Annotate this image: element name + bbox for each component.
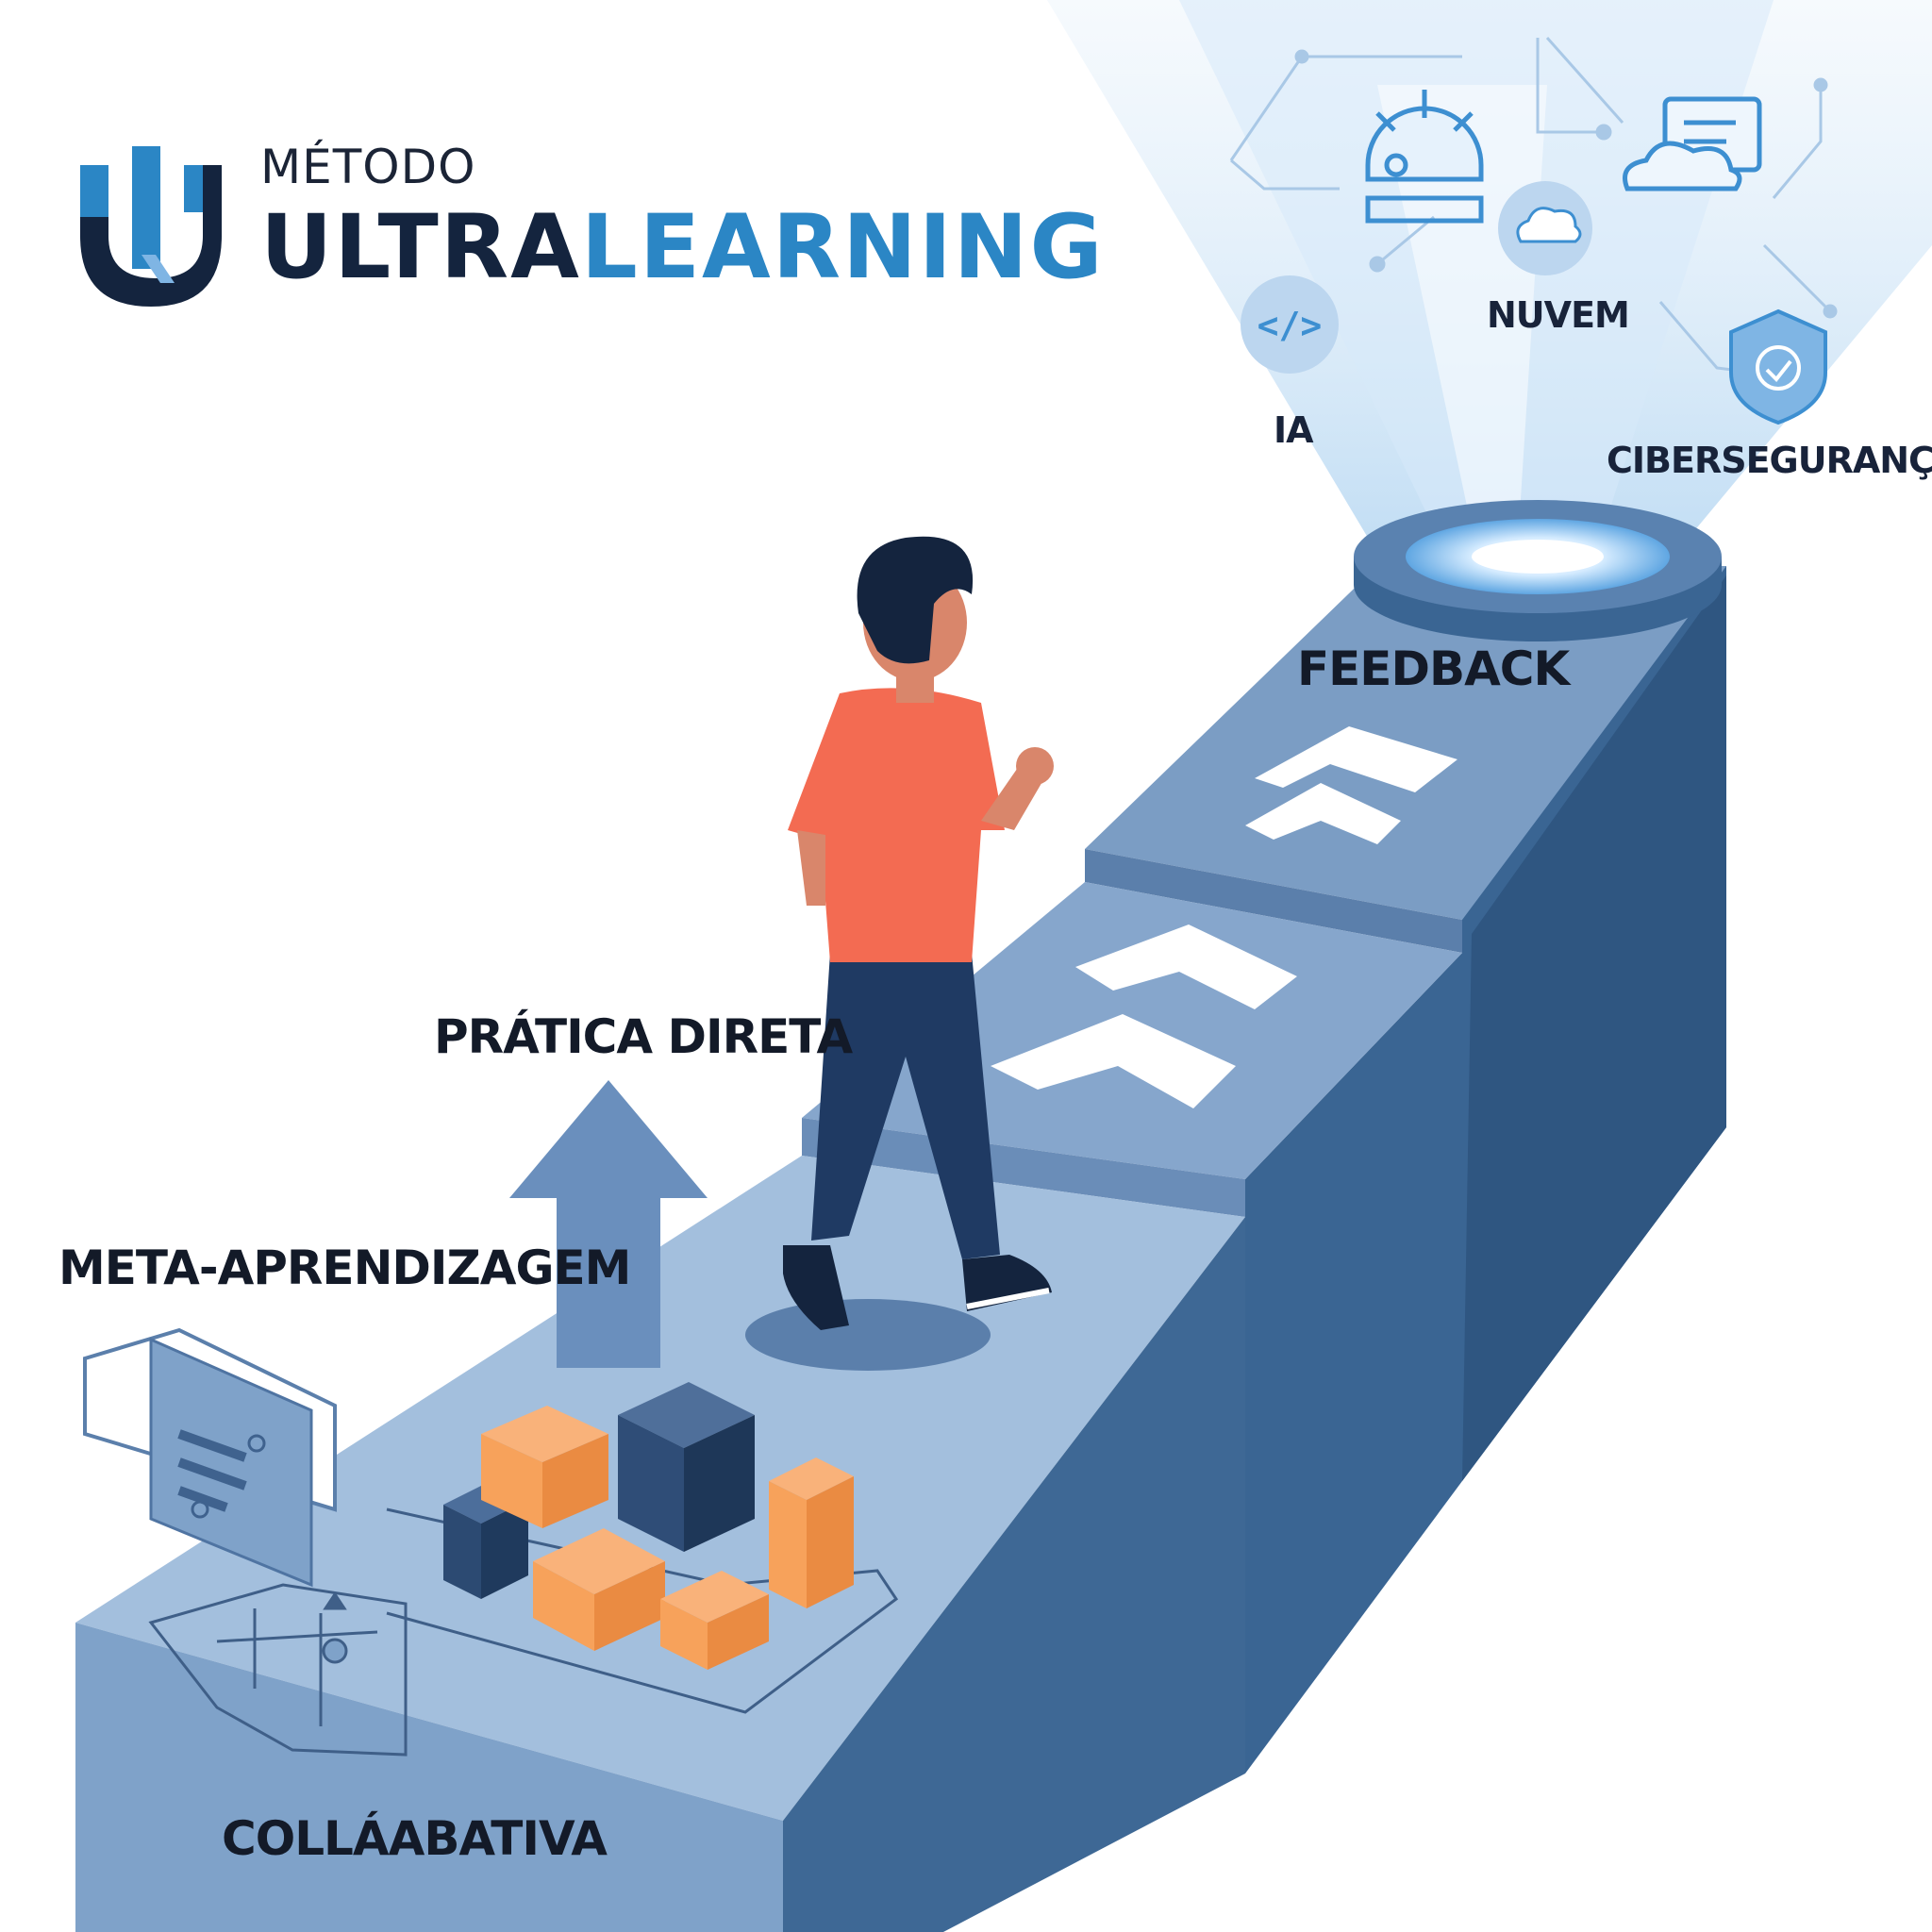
tech-ai-label: IA: [1274, 409, 1314, 451]
stage-direct-practice: PRÁTICA DIRETA: [434, 1009, 853, 1064]
tech-cybersecurity-label: CIBERSEGURANÇA: [1607, 440, 1932, 481]
logo-title-part2: LEARNING: [580, 196, 1105, 299]
person-walking: [745, 536, 1054, 1371]
chevron-up-icon: [991, 924, 1297, 1108]
step-feedback: [1085, 566, 1726, 1481]
ai-brain-icon: [1365, 90, 1484, 224]
cloud-icon: [1623, 141, 1742, 192]
chevron-up-icon: [1245, 726, 1457, 844]
collaboration-diagram: [148, 1507, 899, 1757]
blocks: [443, 1382, 854, 1670]
stage-collaborative: COLLÁABATIVA: [222, 1811, 608, 1866]
cloud-icon: [1498, 181, 1592, 275]
arrow-up-icon: [509, 1080, 708, 1368]
logo-prefix: MÉTODO: [260, 140, 476, 194]
tech-cloud-label: NUVEM: [1487, 294, 1630, 336]
code-icon: </>: [1241, 275, 1339, 374]
shield-icon: [1729, 308, 1827, 425]
svg-text:</>: </>: [1257, 305, 1323, 346]
portal: [1354, 500, 1722, 641]
stage-meta-learning: META-APRENDIZAGEM: [58, 1241, 631, 1295]
logo-mark: [80, 146, 222, 307]
logo-title-part1: ULTRA: [260, 196, 581, 299]
logo-title: ULTRALEARNING: [260, 196, 1105, 299]
stage-feedback: FEEDBACK: [1297, 641, 1570, 696]
document-icon: [83, 1327, 337, 1588]
